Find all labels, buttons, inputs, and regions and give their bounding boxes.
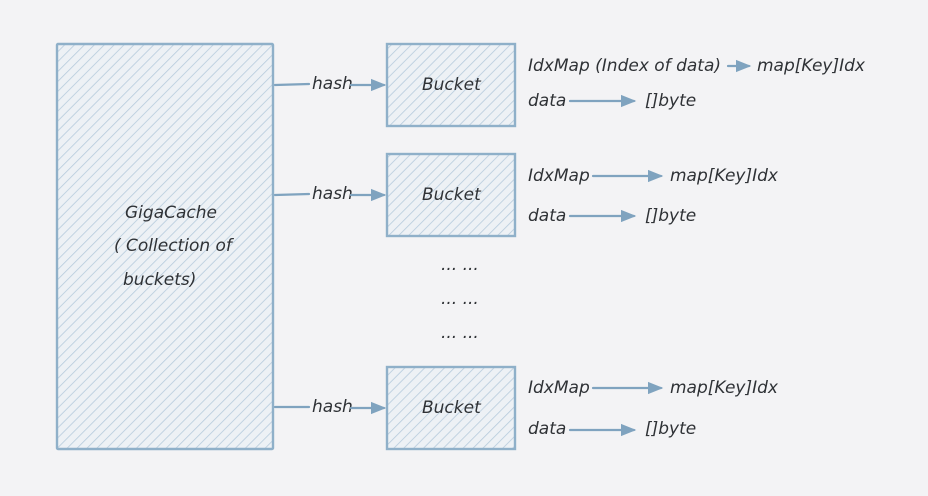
- bucket-box-2: [385, 152, 517, 238]
- bucket-label-1: Bucket: [422, 75, 482, 95]
- gigacache-container: GigaCache ( Collection of buckets): [55, 42, 275, 451]
- ellipsis-row-1: ... ...: [441, 255, 479, 275]
- idxmap-target-2: map[Key]Idx: [670, 166, 779, 186]
- idxmap-label-1: IdxMap (Index of data): [528, 56, 721, 76]
- bucket-row-1: hash Bucket IdxMap (Index of data) map[K…: [273, 42, 866, 128]
- hash-line-2: [273, 192, 311, 197]
- bucket-row-2: hash Bucket IdxMap map[Key]Idx data []by…: [273, 152, 779, 238]
- bucket-label-2: Bucket: [422, 185, 482, 205]
- idxmap-label-3: IdxMap: [528, 378, 590, 398]
- data-target-3: []byte: [645, 419, 696, 439]
- ellipsis-group: ... ... ... ... ... ...: [441, 255, 479, 343]
- idxmap-label-2: IdxMap: [528, 166, 590, 186]
- container-label-line-1: GigaCache: [125, 203, 217, 223]
- idxmap-target-1: map[Key]Idx: [757, 56, 866, 76]
- bucket-box-1: [385, 42, 517, 128]
- hash-line-1: [273, 82, 311, 87]
- data-label-3: data: [528, 419, 566, 439]
- data-target-1: []byte: [645, 91, 696, 111]
- hash-label-1: hash: [312, 74, 353, 94]
- bucket-label-3: Bucket: [422, 398, 482, 418]
- bucket-box-3: [385, 365, 517, 451]
- idxmap-target-3: map[Key]Idx: [670, 378, 779, 398]
- hash-label-2: hash: [312, 184, 353, 204]
- ellipsis-row-2: ... ...: [441, 289, 479, 309]
- hash-label-3: hash: [312, 397, 353, 417]
- container-label-line-3: buckets): [123, 270, 196, 290]
- data-label-1: data: [528, 91, 566, 111]
- data-target-2: []byte: [645, 206, 696, 226]
- ellipsis-row-3: ... ...: [441, 323, 479, 343]
- data-label-2: data: [528, 206, 566, 226]
- container-label-line-2: ( Collection of: [114, 236, 235, 256]
- bucket-row-3: hash Bucket IdxMap map[Key]Idx data []by…: [273, 365, 779, 451]
